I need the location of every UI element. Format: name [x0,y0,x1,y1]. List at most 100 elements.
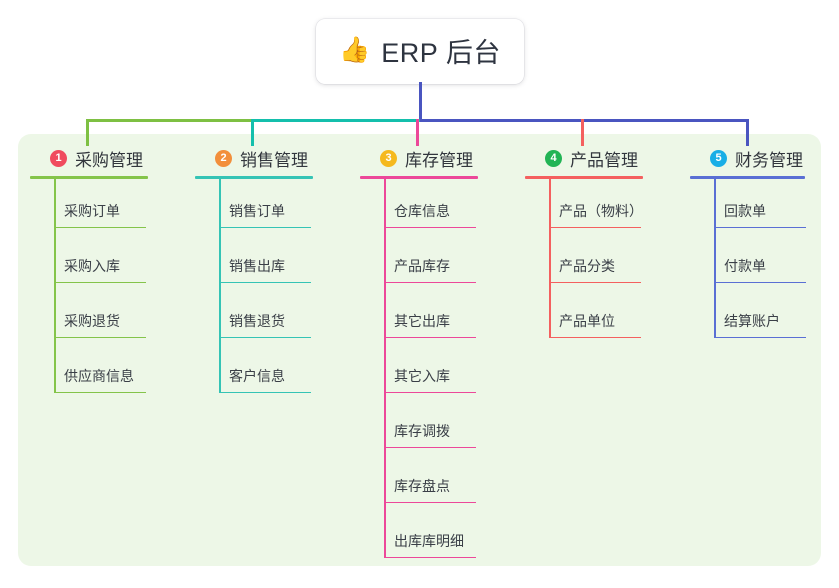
column-rule-1 [30,176,148,179]
leaf-label: 仓库信息 [394,203,450,219]
leaf-label: 采购订单 [64,203,120,219]
column-header-5[interactable]: 5 财务管理 [690,146,805,170]
column-title-5: 财务管理 [735,150,803,170]
column-badge-5: 5 [710,149,727,167]
connector-drop-1 [85,119,89,146]
column-header-3[interactable]: 3 库存管理 [360,146,478,170]
leaf-rule [384,556,476,558]
leaf-rule [714,336,806,338]
leaf-node[interactable]: 产品分类 [525,240,643,295]
column-badge-4: 4 [545,149,562,167]
leaf-node[interactable]: 销售订单 [195,185,313,240]
column-branch-4: 产品（物料） 产品分类产品单位 [525,179,643,350]
leaf-label: 供应商信息 [64,368,134,384]
column-rule-4 [525,176,643,179]
leaf-node[interactable]: 销售出库 [195,240,313,295]
leaf-node[interactable]: 结算账户 [690,295,806,350]
leaf-rule [384,501,476,503]
column-badge-3: 3 [380,149,397,167]
leaf-node[interactable]: 库存盘点 [360,460,478,515]
root-node-erp-backend[interactable]: 👍 ERP 后台 [316,19,524,84]
leaf-rule [384,391,476,393]
root-node-title: ERP 后台 [381,38,501,68]
leaf-rule [219,281,311,283]
connector-drop-2 [250,119,254,146]
leaf-rule [219,391,311,393]
column-header-1[interactable]: 1 采购管理 [30,146,148,170]
leaf-label: 库存盘点 [394,478,450,494]
leaf-rule [54,336,146,338]
leaf-node[interactable]: 供应商信息 [30,350,148,405]
leaf-rule [219,226,311,228]
leaf-label: 销售退货 [229,313,285,329]
leaf-label: 产品分类 [559,258,615,274]
leaf-label: 其它入库 [394,368,450,384]
leaf-rule [549,226,641,228]
leaf-label: 付款单 [724,258,766,274]
leaf-node[interactable]: 客户信息 [195,350,313,405]
connector-bar-segment-2 [252,119,420,122]
leaf-rule [54,391,146,393]
leaf-rule [54,281,146,283]
leaf-label: 其它出库 [394,313,450,329]
leaf-rule [219,336,311,338]
column-badge-1: 1 [50,149,67,167]
leaf-label: 库存调拨 [394,423,450,439]
column-1: 1 采购管理采购订单采购入库采购退货供应商信息 [30,146,148,405]
branch-spine-2 [219,179,221,393]
leaf-node[interactable]: 产品库存 [360,240,478,295]
leaf-node[interactable]: 库存调拨 [360,405,478,460]
column-branch-1: 采购订单采购入库采购退货供应商信息 [30,179,148,405]
leaf-node[interactable]: 采购订单 [30,185,148,240]
thumbs-up-icon: 👍 [339,36,371,64]
leaf-node[interactable]: 采购入库 [30,240,148,295]
leaf-rule [384,446,476,448]
leaf-rule [714,226,806,228]
column-title-1: 采购管理 [75,150,143,170]
column-badge-2: 2 [215,149,232,167]
leaf-label: 销售出库 [229,258,285,274]
leaf-rule [384,336,476,338]
leaf-label: 产品（物料） [559,203,643,219]
leaf-rule [549,281,641,283]
leaf-label: 回款单 [724,203,766,219]
leaf-node[interactable]: 采购退货 [30,295,148,350]
leaf-label: 产品库存 [394,258,450,274]
leaf-node[interactable]: 产品单位 [525,295,643,350]
root-node-content: 👍 ERP 后台 [339,31,501,70]
branch-spine-1 [54,179,56,393]
column-branch-3: 仓库信息产品库存其它出库其它入库库存调拨库存盘点出库库明细 [360,179,478,570]
connector-bar-segment-3 [420,119,749,122]
leaf-node[interactable]: 付款单 [690,240,806,295]
leaf-node[interactable]: 其它入库 [360,350,478,405]
column-title-3: 库存管理 [405,150,473,170]
column-3: 3 库存管理仓库信息产品库存其它出库其它入库库存调拨库存盘点出库库明细 [360,146,478,570]
connector-drop-4 [580,119,584,146]
leaf-label: 采购退货 [64,313,120,329]
leaf-label: 销售订单 [229,203,285,219]
column-rule-3 [360,176,478,179]
connector-bar-segment-1 [85,119,252,122]
leaf-label: 产品单位 [559,313,615,329]
connector-drop-3 [415,119,419,146]
leaf-node[interactable]: 仓库信息 [360,185,478,240]
leaf-node[interactable]: 产品（物料） [525,185,643,240]
diagram-panel [18,134,821,566]
leaf-rule [54,226,146,228]
column-branch-2: 销售订单销售出库销售退货客户信息 [195,179,313,405]
leaf-node[interactable]: 其它出库 [360,295,478,350]
branch-spine-3 [384,179,386,558]
leaf-label: 出库库明细 [394,533,464,549]
leaf-node[interactable]: 销售退货 [195,295,313,350]
leaf-rule [384,281,476,283]
leaf-label: 结算账户 [724,313,780,329]
leaf-node[interactable]: 出库库明细 [360,515,478,570]
leaf-node[interactable]: 回款单 [690,185,806,240]
connector-drop-5 [745,119,749,146]
leaf-label: 客户信息 [229,368,285,384]
